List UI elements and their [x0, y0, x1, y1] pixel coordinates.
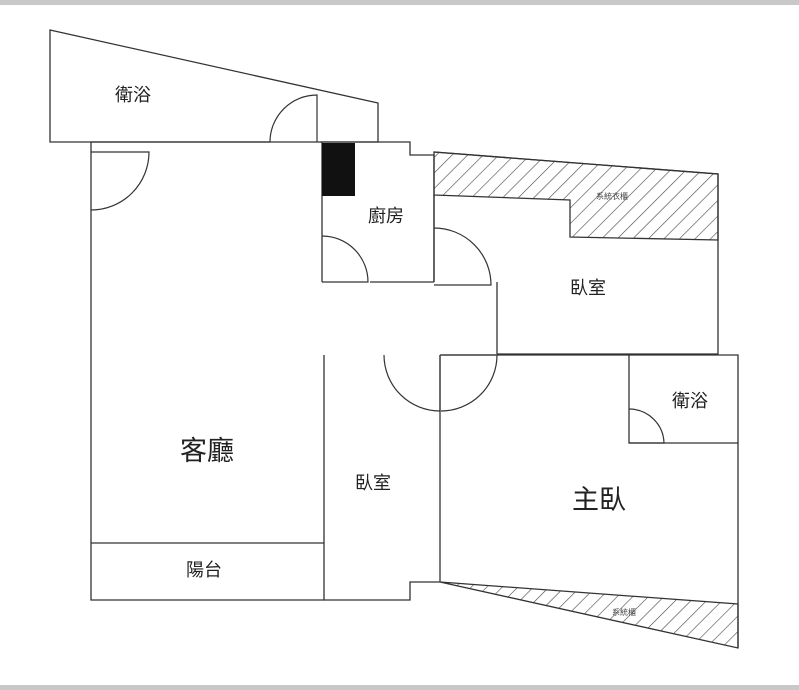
wardrobe-upper — [433, 151, 719, 241]
top-frame-bar — [0, 0, 799, 5]
room-label-bedroom-middle: 臥室 — [355, 473, 391, 494]
door-bedroom-middle — [383, 354, 441, 412]
room-label-balcony: 陽台 — [186, 560, 222, 581]
bedroom-middle-outline — [323, 355, 440, 601]
door-bath-master — [628, 408, 665, 444]
bottom-frame-bar — [0, 685, 799, 690]
door-living-entry — [90, 151, 150, 211]
annotation-cabinet-lower: 系統櫃 — [612, 607, 636, 617]
door-kitchen — [321, 235, 369, 283]
room-label-bath-master: 衛浴 — [672, 391, 708, 412]
room-label-master: 主臥 — [572, 485, 626, 516]
room-label-kitchen: 廚房 — [368, 205, 404, 227]
room-label-living: 客廳 — [180, 436, 234, 467]
bath-top-outline — [49, 29, 379, 143]
annotation-wardrobe-upper: 系統衣櫃 — [596, 191, 628, 201]
cabinet-lower — [439, 581, 739, 649]
fridge-fixture — [322, 143, 355, 196]
room-label-bath-top: 衛浴 — [115, 85, 151, 106]
door-bath-top — [269, 94, 318, 143]
room-label-bedroom-upper: 臥室 — [570, 278, 606, 299]
door-bedroom-upper — [433, 227, 492, 286]
door-master — [440, 354, 498, 412]
master-outline — [440, 354, 739, 648]
living-wall-left — [90, 142, 324, 601]
